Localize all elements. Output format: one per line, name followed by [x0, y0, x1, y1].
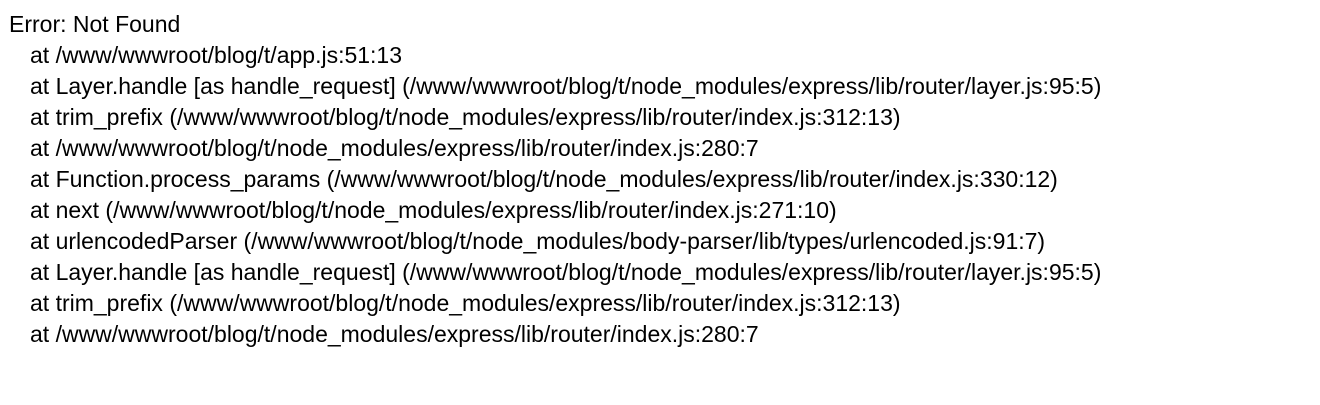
error-page: Error: Not Found at /www/wwwroot/blog/t/… — [9, 11, 1320, 350]
stack-frame: at next (/www/wwwroot/blog/t/node_module… — [30, 197, 837, 223]
stack-frame: at Layer.handle [as handle_request] (/ww… — [30, 73, 1102, 99]
error-title: Error: Not Found — [9, 11, 181, 37]
stack-frame: at /www/wwwroot/blog/t/node_modules/expr… — [30, 321, 759, 347]
stack-frame: at Function.process_params (/www/wwwroot… — [30, 166, 1058, 192]
stack-frame: at trim_prefix (/www/wwwroot/blog/t/node… — [30, 290, 901, 316]
stack-frame: at /www/wwwroot/blog/t/node_modules/expr… — [30, 135, 759, 161]
stack-frame: at trim_prefix (/www/wwwroot/blog/t/node… — [30, 104, 901, 130]
stack-frame: at /www/wwwroot/blog/t/app.js:51:13 — [30, 42, 403, 68]
stack-frame: at Layer.handle [as handle_request] (/ww… — [30, 259, 1102, 285]
stack-frame: at urlencodedParser (/www/wwwroot/blog/t… — [30, 228, 1046, 254]
stack-trace: at /www/wwwroot/blog/t/app.js:51:13 at L… — [9, 40, 1320, 350]
